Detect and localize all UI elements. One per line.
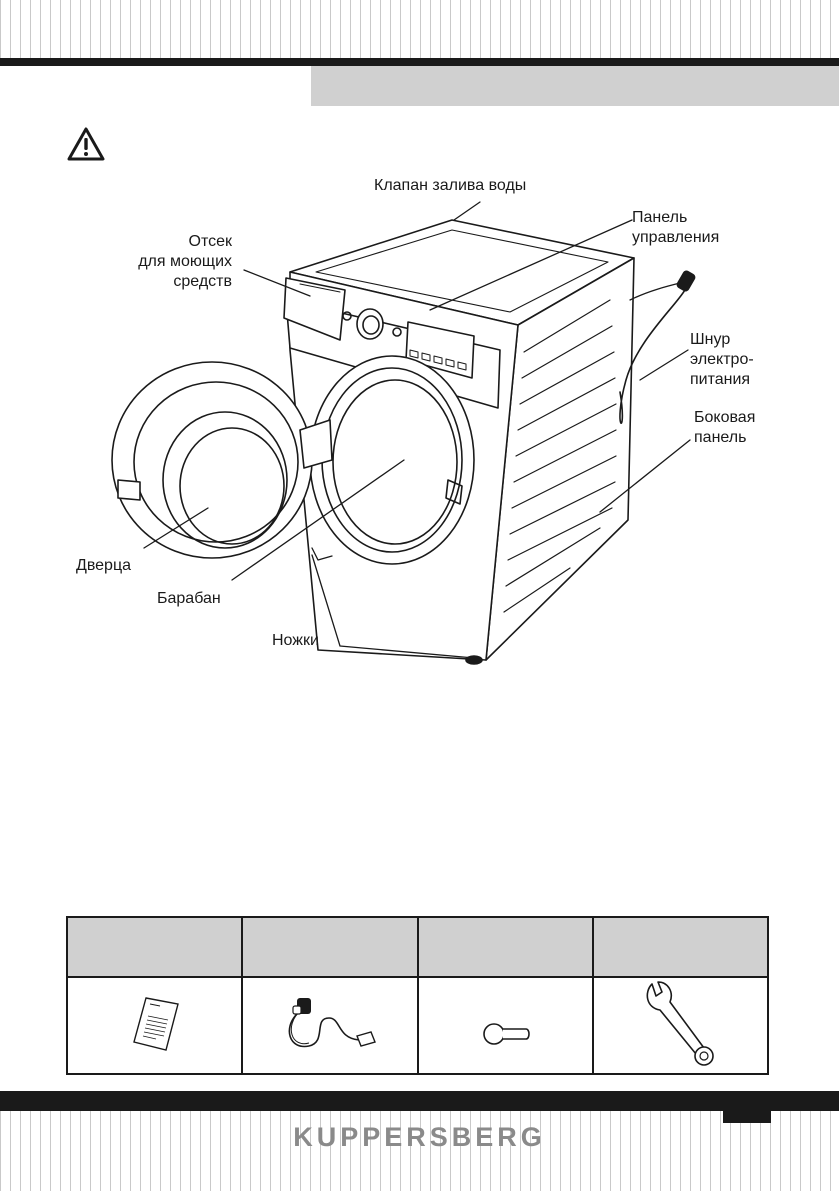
manual-icon — [132, 997, 179, 1051]
top-rule — [0, 58, 839, 66]
brand-logo-text: KUPPERSBERG — [293, 1122, 546, 1152]
label-control-panel: Панель управления — [632, 209, 720, 246]
label-drum: Барабан — [157, 590, 221, 607]
washing-machine-diagram — [111, 201, 696, 665]
accessories-icon-row — [65, 976, 770, 1075]
accessory-header-cell — [591, 916, 770, 978]
plug-cap-icon — [483, 1023, 530, 1045]
label-detergent-compartment: Отсек для моющих средств — [138, 233, 232, 290]
wrench-icon — [646, 981, 715, 1066]
top-stripe-pattern — [0, 0, 839, 58]
accessory-header-cell — [241, 916, 419, 978]
accessory-cell-plug-cap — [416, 976, 594, 1075]
bottom-rule — [0, 1091, 839, 1111]
accessories-table — [65, 916, 770, 1075]
accessory-cell-manual — [65, 976, 244, 1075]
accessory-cell-inlet-hose — [241, 976, 419, 1075]
page-number-tab — [723, 1111, 771, 1123]
label-water-inlet-valve: Клапан залива воды — [374, 177, 527, 194]
inlet-hose-icon — [288, 998, 376, 1048]
accessories-header-row — [65, 916, 770, 978]
warning-icon — [67, 127, 105, 161]
label-side-panel: Боковая панель — [694, 409, 756, 446]
label-feet: Ножки — [272, 632, 319, 649]
accessory-header-cell — [416, 916, 594, 978]
label-power-cord: Шнур электро- питания — [690, 331, 754, 388]
accessory-header-cell — [65, 916, 244, 978]
section-header-banner — [311, 66, 839, 106]
label-door: Дверца — [76, 557, 132, 574]
accessory-cell-wrench — [591, 976, 770, 1075]
bottom-stripe-pattern — [0, 1111, 839, 1191]
